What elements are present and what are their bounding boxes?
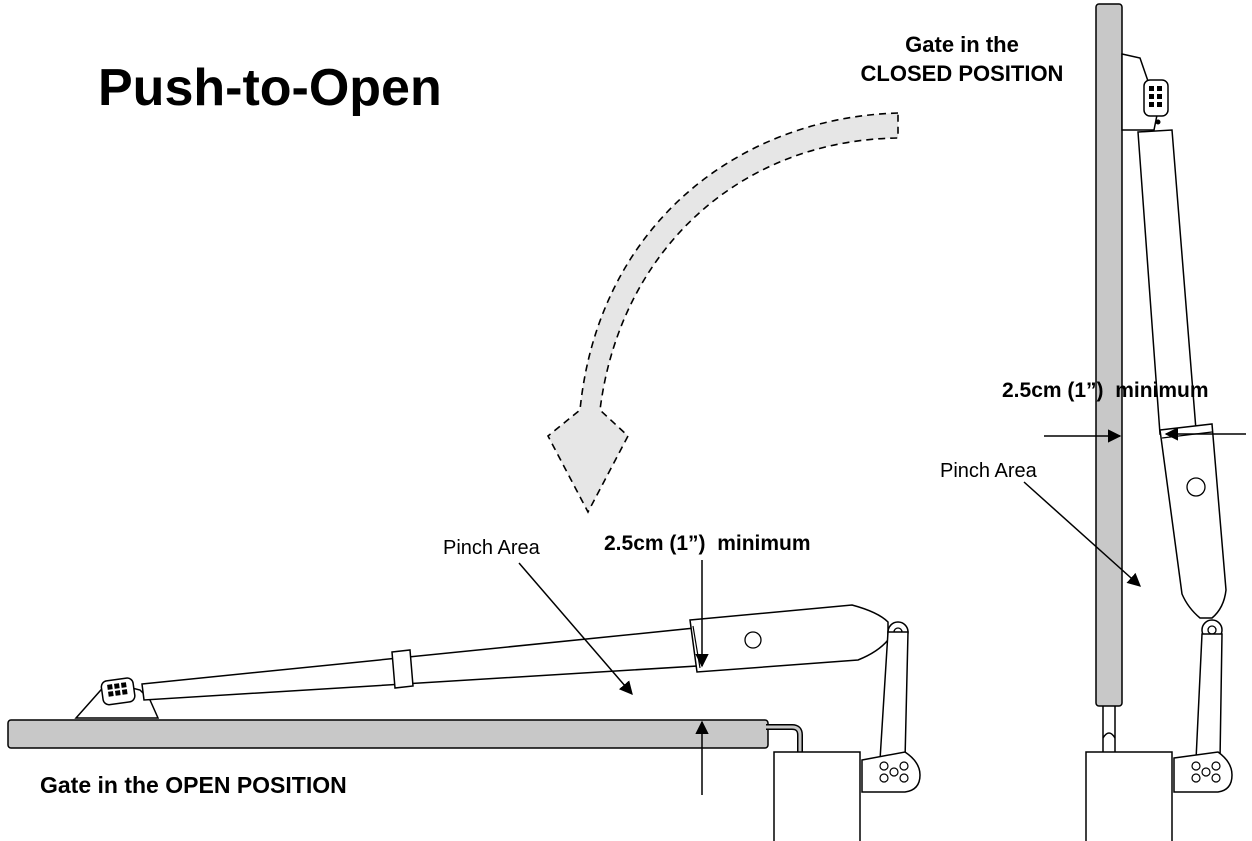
open-position-label: Gate in the OPEN POSITION [40,772,347,798]
closed-gate-hinge [1102,706,1116,752]
open-gate-bar [7,719,769,749]
open-extension-tube [141,627,698,701]
clearance-label-closed: 2.5cm (1”) minimum [1002,379,1209,402]
closed-pinch-arrow [1023,481,1142,587]
closed-position-label: Gate in the CLOSED POSITION [812,30,1112,88]
open-post-block [773,751,861,841]
pinch-area-label-closed: Pinch Area [940,460,1037,482]
pinch-area-label-open: Pinch Area [443,537,540,559]
closed-gate-assembly [1023,3,1246,841]
closed-position-label-line1: Gate in the [905,32,1019,57]
closed-position-label-line2: CLOSED POSITION [860,61,1064,86]
open-motor-release-knob [744,631,762,649]
open-front-clevis [100,677,136,706]
curved-direction-arrow [546,112,899,514]
diagram-title: Push-to-Open [98,59,442,117]
closed-gate-bar [1095,3,1123,707]
closed-post-plate [1173,751,1233,793]
clearance-label-open: 2.5cm (1”) minimum [604,532,811,555]
open-motor-body [689,604,889,673]
open-gate-assembly [7,560,921,841]
open-post-bracket-arm [879,631,909,761]
closed-motor-body [1159,423,1227,619]
open-tube-collar [391,649,414,689]
open-pinch-arrow [518,562,633,696]
open-post-plate [861,751,921,793]
closed-post-block [1085,751,1173,841]
closed-motor-release-knob [1186,477,1206,497]
closed-front-clevis [1143,79,1169,117]
open-gate-hinge [766,724,803,752]
closed-post-bracket-arm [1195,633,1223,761]
